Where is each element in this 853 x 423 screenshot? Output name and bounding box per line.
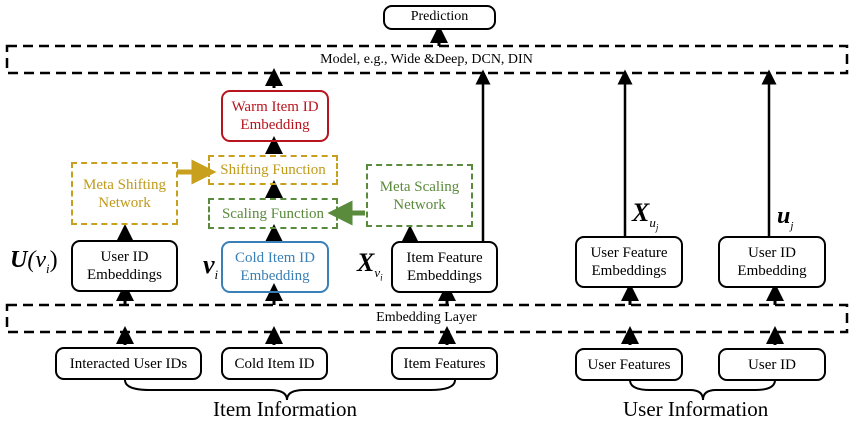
scaling-function-box: Scaling Function	[208, 198, 338, 229]
input-label: Interacted User IDs	[69, 355, 188, 372]
user-brace	[629, 379, 776, 401]
math-u: u	[777, 203, 791, 229]
input-label: Cold Item ID	[234, 355, 315, 372]
shifting-function-box: Shifting Function	[208, 155, 338, 185]
item-information-label: Item Information	[213, 397, 358, 421]
ife-line1: Item Feature	[406, 250, 483, 266]
msc-line2: Network	[393, 196, 446, 213]
user-id-embedding-box: User ID Embedding	[718, 236, 826, 288]
arrows	[116, 25, 784, 345]
math-U-sub: i	[46, 260, 50, 276]
math-U-arg: (v	[27, 247, 46, 273]
input-user-features: User Features	[575, 348, 683, 381]
ms-line2: Network	[98, 194, 151, 211]
warm-line2: Embedding	[240, 117, 310, 133]
math-v-sub: i	[214, 267, 219, 283]
item-brace	[124, 379, 456, 401]
input-user-id: User ID	[718, 348, 826, 381]
math-u-sub: j	[790, 219, 794, 232]
math-X-sub: v	[374, 265, 381, 281]
math-X-subsub: i	[380, 272, 383, 283]
cold-line2: Embedding	[240, 268, 310, 284]
warm-line1: Warm Item ID	[231, 99, 319, 115]
uid-line2: Embedding	[737, 263, 807, 279]
shifting-label: Shifting Function	[220, 162, 326, 178]
embedding-layer-label: Embedding Layer	[376, 310, 477, 325]
ife-line2: Embeddings	[407, 268, 482, 284]
ufe-line2: Embeddings	[591, 263, 667, 279]
input-interacted-user-ids: Interacted User IDs	[55, 347, 202, 380]
model-layer-label: Model, e.g., Wide &Deep, DCN, DIN	[320, 52, 533, 67]
cold-line1: Cold Item ID	[235, 250, 315, 266]
uie-line2: Embeddings	[87, 267, 162, 283]
ms-line1: Meta Shifting	[83, 176, 166, 193]
input-item-features: Item Features	[391, 347, 498, 380]
input-cold-item-id: Cold Item ID	[221, 347, 328, 380]
math-uj: uj	[777, 203, 793, 232]
math-U-close: )	[49, 247, 58, 273]
math-X: X	[632, 198, 650, 227]
math-X-vi: Xvi	[357, 248, 383, 283]
uid-line1: User ID	[748, 245, 796, 261]
input-label: User Features	[587, 356, 671, 373]
prediction-label: Prediction	[410, 9, 469, 25]
user-information-label: User Information	[623, 397, 769, 421]
scaling-label: Scaling Function	[221, 205, 325, 222]
cold-item-embedding-box: Cold Item ID Embedding	[221, 241, 329, 293]
math-X-sub: u	[649, 215, 656, 231]
math-X-uj: Xuj	[632, 198, 658, 233]
prediction-box: Prediction	[383, 5, 496, 30]
uie-line1: User ID	[100, 249, 149, 265]
msc-line1: Meta Scaling	[379, 178, 460, 195]
ufe-line1: User Feature	[590, 245, 668, 261]
warm-item-embedding-box: Warm Item ID Embedding	[221, 90, 329, 142]
math-U-vi: U(vi)	[10, 247, 58, 277]
input-label: User ID	[748, 356, 796, 373]
model-layer-box	[5, 44, 849, 75]
math-v: v	[203, 250, 215, 279]
input-label: Item Features	[403, 355, 486, 372]
embedding-layer-box	[5, 303, 849, 334]
user-id-embeddings-box: User ID Embeddings	[71, 240, 178, 292]
math-U: U	[10, 247, 28, 273]
math-X: X	[357, 248, 375, 277]
math-X-subsub: j	[655, 222, 659, 233]
math-vi: vi	[203, 250, 218, 283]
